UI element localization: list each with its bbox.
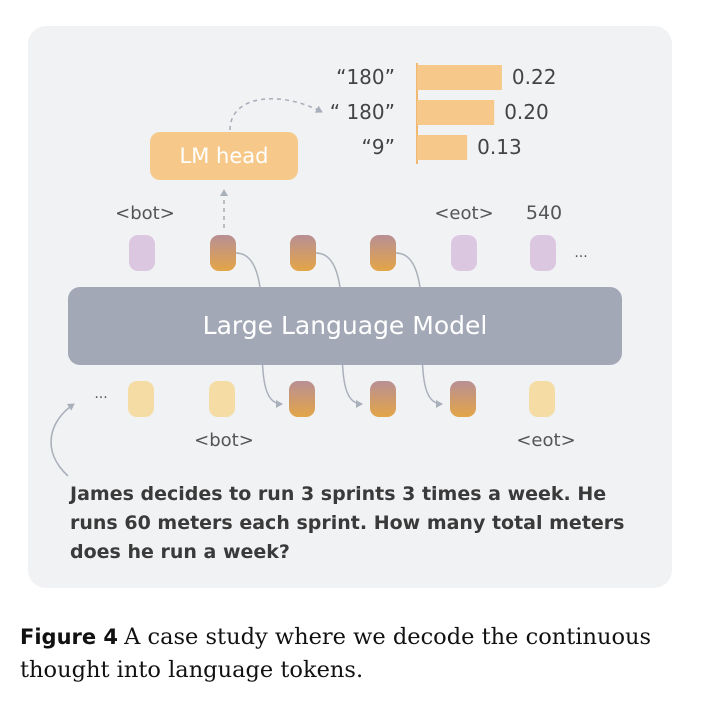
figure-label: Figure 4 xyxy=(20,625,119,649)
probability-bar xyxy=(417,135,468,160)
output-eot-label: <eot> xyxy=(434,203,493,224)
probability-value: 0.20 xyxy=(504,100,549,124)
output-token xyxy=(530,235,556,271)
lm-head-box xyxy=(150,132,298,180)
output-token xyxy=(129,235,155,271)
token-probability-chart: “180” 0.22 “ 180” 0.20 “9” 0.13 xyxy=(330,63,557,164)
input-eot-label: <eot> xyxy=(516,430,575,451)
lm-head-to-output-arrow xyxy=(229,97,323,131)
probability-value: 0.22 xyxy=(512,65,557,89)
output-token xyxy=(451,235,477,271)
token-label: “ 180” xyxy=(330,100,395,124)
model-label: Large Language Model xyxy=(203,311,488,340)
probability-value: 0.13 xyxy=(477,135,522,159)
question-line: runs 60 meters each sprint. How many tot… xyxy=(70,512,624,534)
input-ellipsis: ... xyxy=(94,386,107,402)
probability-bar xyxy=(417,100,495,125)
input-token xyxy=(209,381,235,417)
lm-head-label: LM head xyxy=(180,144,269,168)
thought-token-input xyxy=(289,381,315,417)
thought-token-input xyxy=(450,381,476,417)
thought-token-output xyxy=(210,235,236,271)
token-label: “9” xyxy=(362,135,395,159)
large-language-model-box xyxy=(68,287,622,365)
input-token xyxy=(529,381,555,417)
input-bot-label: <bot> xyxy=(194,430,254,451)
thought-token-input xyxy=(370,381,396,417)
input-token xyxy=(128,381,154,417)
question-line: James decides to run 3 sprints 3 times a… xyxy=(68,483,606,505)
output-bot-label: <bot> xyxy=(115,203,175,224)
token-label: “180” xyxy=(336,65,395,89)
question-line: does he run a week? xyxy=(70,541,290,563)
question-to-input-arrow xyxy=(50,403,75,477)
thought-token-output xyxy=(290,235,316,271)
thought-token-output xyxy=(370,235,396,271)
output-ellipsis: ... xyxy=(574,245,587,261)
caption-text: A case study where we decode the continu… xyxy=(20,624,652,683)
probability-bar xyxy=(417,65,502,90)
answer-label: 540 xyxy=(526,202,562,224)
